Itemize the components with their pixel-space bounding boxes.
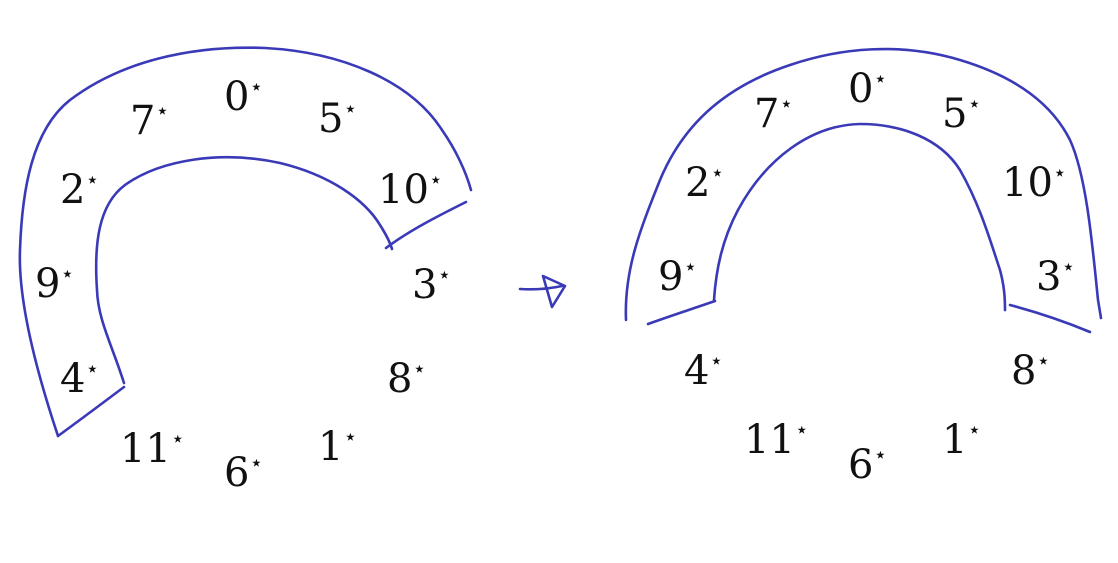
right-label-6: 6⋆ xyxy=(848,442,887,488)
right-label-2: 2⋆ xyxy=(685,160,724,206)
right-label-1: 1⋆ xyxy=(942,417,981,463)
right-label-7: 7⋆ xyxy=(754,91,793,137)
right-band-outer-curve xyxy=(624,47,1103,322)
left-band-bottom-cap xyxy=(56,385,126,438)
right-band xyxy=(624,47,1103,334)
right-label-9: 9⋆ xyxy=(658,254,697,300)
right-label-4: 4⋆ xyxy=(684,348,723,394)
right-arrow-icon xyxy=(518,274,567,309)
right-label-11: 11⋆ xyxy=(744,417,809,463)
left-label-0: 0⋆ xyxy=(224,74,263,120)
left-label-9: 9⋆ xyxy=(35,261,74,307)
left-band-inner-curve xyxy=(94,155,394,385)
right-label-8: 8⋆ xyxy=(1011,348,1050,394)
left-label-10: 10⋆ xyxy=(378,167,443,213)
right-band-left-cap xyxy=(646,299,717,326)
left-label-5: 5⋆ xyxy=(318,96,357,142)
right-label-10: 10⋆ xyxy=(1002,160,1067,206)
left-band xyxy=(18,46,473,438)
left-labels: 0⋆ 5⋆ 7⋆ 2⋆ 10⋆ 9⋆ 3⋆ 4⋆ 8⋆ 11⋆ 1⋆ 6⋆ xyxy=(35,74,451,496)
left-band-right-cap xyxy=(384,200,468,250)
left-band-outer-curve xyxy=(18,46,473,438)
right-labels: 0⋆ 5⋆ 7⋆ 2⋆ 10⋆ 9⋆ 3⋆ 4⋆ 8⋆ 11⋆ 1⋆ 6⋆ xyxy=(658,66,1075,488)
arrow-shaft xyxy=(518,284,564,291)
right-label-5: 5⋆ xyxy=(942,91,981,137)
left-label-1: 1⋆ xyxy=(318,424,357,470)
right-band-inner-curve xyxy=(712,122,1007,312)
left-label-6: 6⋆ xyxy=(224,450,263,496)
left-label-4: 4⋆ xyxy=(60,356,99,402)
left-label-3: 3⋆ xyxy=(412,262,451,308)
left-label-11: 11⋆ xyxy=(120,426,185,472)
left-label-8: 8⋆ xyxy=(387,356,426,402)
right-label-0: 0⋆ xyxy=(848,66,887,112)
left-label-2: 2⋆ xyxy=(60,167,99,213)
right-label-3: 3⋆ xyxy=(1036,254,1075,300)
arrow-head xyxy=(541,274,567,309)
left-label-7: 7⋆ xyxy=(130,98,169,144)
right-band-right-cap xyxy=(1008,303,1092,334)
